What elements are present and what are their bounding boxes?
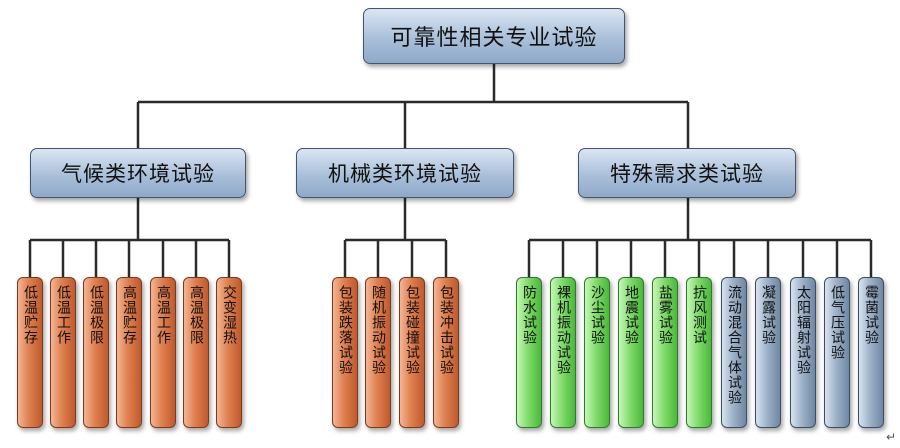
leaf-package-shock: 包装冲击试验	[433, 277, 459, 428]
leaf-label: 防水试验	[521, 285, 537, 345]
leaf-low-pressure: 低气压试验	[824, 277, 850, 428]
return-mark-icon: ↵	[886, 430, 897, 444]
leaf-package-drop: 包装跌落试验	[332, 277, 358, 428]
category-mechanical-label: 机械类环境试验	[328, 162, 482, 186]
leaf-label: 低温极限	[88, 285, 104, 345]
leaf-condensation: 凝露试验	[755, 277, 781, 428]
leaf-label: 地震试验	[623, 285, 639, 345]
leaf-label: 沙尘试验	[589, 285, 605, 345]
leaf-wind-resistance: 抗风测试	[686, 277, 712, 428]
leaf-high-temp-limit: 高温极限	[183, 277, 209, 428]
leaf-low-temp-limit: 低温极限	[83, 277, 109, 428]
leaf-salt-spray: 盐雾试验	[652, 277, 678, 428]
leaf-label: 包装冲击试验	[438, 285, 454, 375]
category-climate-label: 气候类环境试验	[61, 162, 215, 186]
leaf-label: 低温贮存	[22, 285, 38, 345]
root-node: 可靠性相关专业试验	[363, 8, 625, 64]
leaf-flowing-mixed-gas: 流动混合气体试验	[721, 277, 747, 428]
leaf-waterproof: 防水试验	[516, 277, 542, 428]
category-special: 特殊需求类试验	[578, 148, 796, 198]
leaf-label: 抗风测试	[691, 285, 707, 345]
leaf-high-temp-storage: 高温贮存	[116, 277, 142, 428]
category-climate: 气候类环境试验	[30, 148, 246, 198]
leaf-low-temp-operation: 低温工作	[50, 277, 76, 428]
category-special-label: 特殊需求类试验	[610, 162, 764, 186]
leaf-label: 交变湿热	[221, 285, 237, 345]
leaf-sand-dust: 沙尘试验	[584, 277, 610, 428]
leaf-label: 包装碰撞试验	[404, 285, 420, 375]
leaf-label: 太阳辐射试验	[795, 285, 811, 375]
leaf-label: 低气压试验	[829, 285, 845, 360]
leaf-mould: 霉菌试验	[858, 277, 884, 428]
category-mechanical: 机械类环境试验	[296, 148, 514, 198]
leaf-label: 包装跌落试验	[337, 285, 353, 375]
leaf-label: 高温极限	[188, 285, 204, 345]
leaf-label: 低温工作	[55, 285, 71, 345]
leaf-random-vibration: 随机振动试验	[365, 277, 391, 428]
leaf-package-bump: 包装碰撞试验	[399, 277, 425, 428]
leaf-high-temp-operation: 高温工作	[150, 277, 176, 428]
leaf-bare-vibration: 裸机振动试验	[550, 277, 576, 428]
leaf-label: 凝露试验	[760, 285, 776, 345]
root-node-label: 可靠性相关专业试验	[390, 26, 598, 51]
leaf-solar-radiation: 太阳辐射试验	[790, 277, 816, 428]
leaf-low-temp-storage: 低温贮存	[17, 277, 43, 428]
leaf-cyclic-damp-heat: 交变湿热	[216, 277, 242, 428]
leaf-label: 霉菌试验	[863, 285, 879, 345]
leaf-label: 流动混合气体试验	[726, 285, 742, 405]
leaf-label: 盐雾试验	[657, 285, 673, 345]
leaf-label: 裸机振动试验	[555, 285, 571, 375]
leaf-label: 高温贮存	[121, 285, 137, 345]
leaf-earthquake: 地震试验	[618, 277, 644, 428]
leaf-label: 高温工作	[155, 285, 171, 345]
leaf-label: 随机振动试验	[370, 285, 386, 375]
